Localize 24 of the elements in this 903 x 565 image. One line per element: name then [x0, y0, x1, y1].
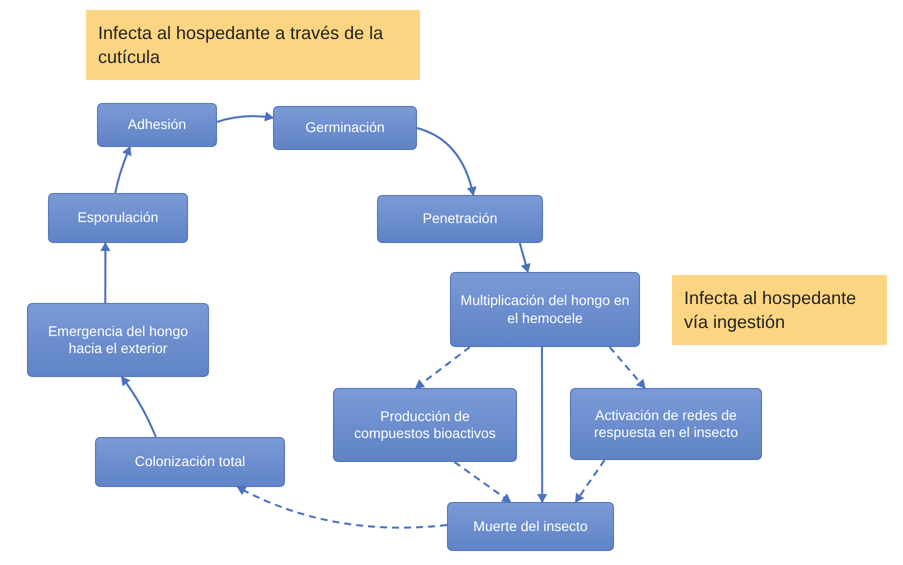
arrow [537, 347, 548, 503]
process-box: Activación de redes de respuesta en el insecto [570, 388, 762, 460]
arrow [574, 459, 606, 503]
process-box: Germinación [273, 106, 417, 150]
arrow [454, 461, 512, 503]
arrow [114, 146, 132, 194]
process-box: Emergencia del hongo hacia el exterior [27, 303, 209, 377]
arrow [415, 346, 471, 389]
arrow [216, 112, 274, 123]
arrow [100, 242, 110, 303]
process-box: Esporulación [48, 193, 188, 243]
arrow [236, 486, 448, 529]
note-box: Infecta al hospedante a través de la cutícula [86, 10, 420, 80]
process-box: Colonización total [95, 437, 285, 487]
arrow [120, 376, 157, 438]
note-box: Infecta al hospedante vía ingestión [672, 275, 887, 345]
process-box: Penetración [377, 195, 543, 243]
arrow [416, 127, 476, 196]
process-box: Multiplicación del hongo en el hemocele [450, 272, 640, 347]
process-box: Adhesión [97, 103, 217, 147]
process-box: Producción de compuestos bioactivos [333, 388, 517, 462]
process-box: Muerte del insecto [447, 502, 614, 551]
arrow [608, 346, 646, 389]
arrow [518, 242, 531, 273]
